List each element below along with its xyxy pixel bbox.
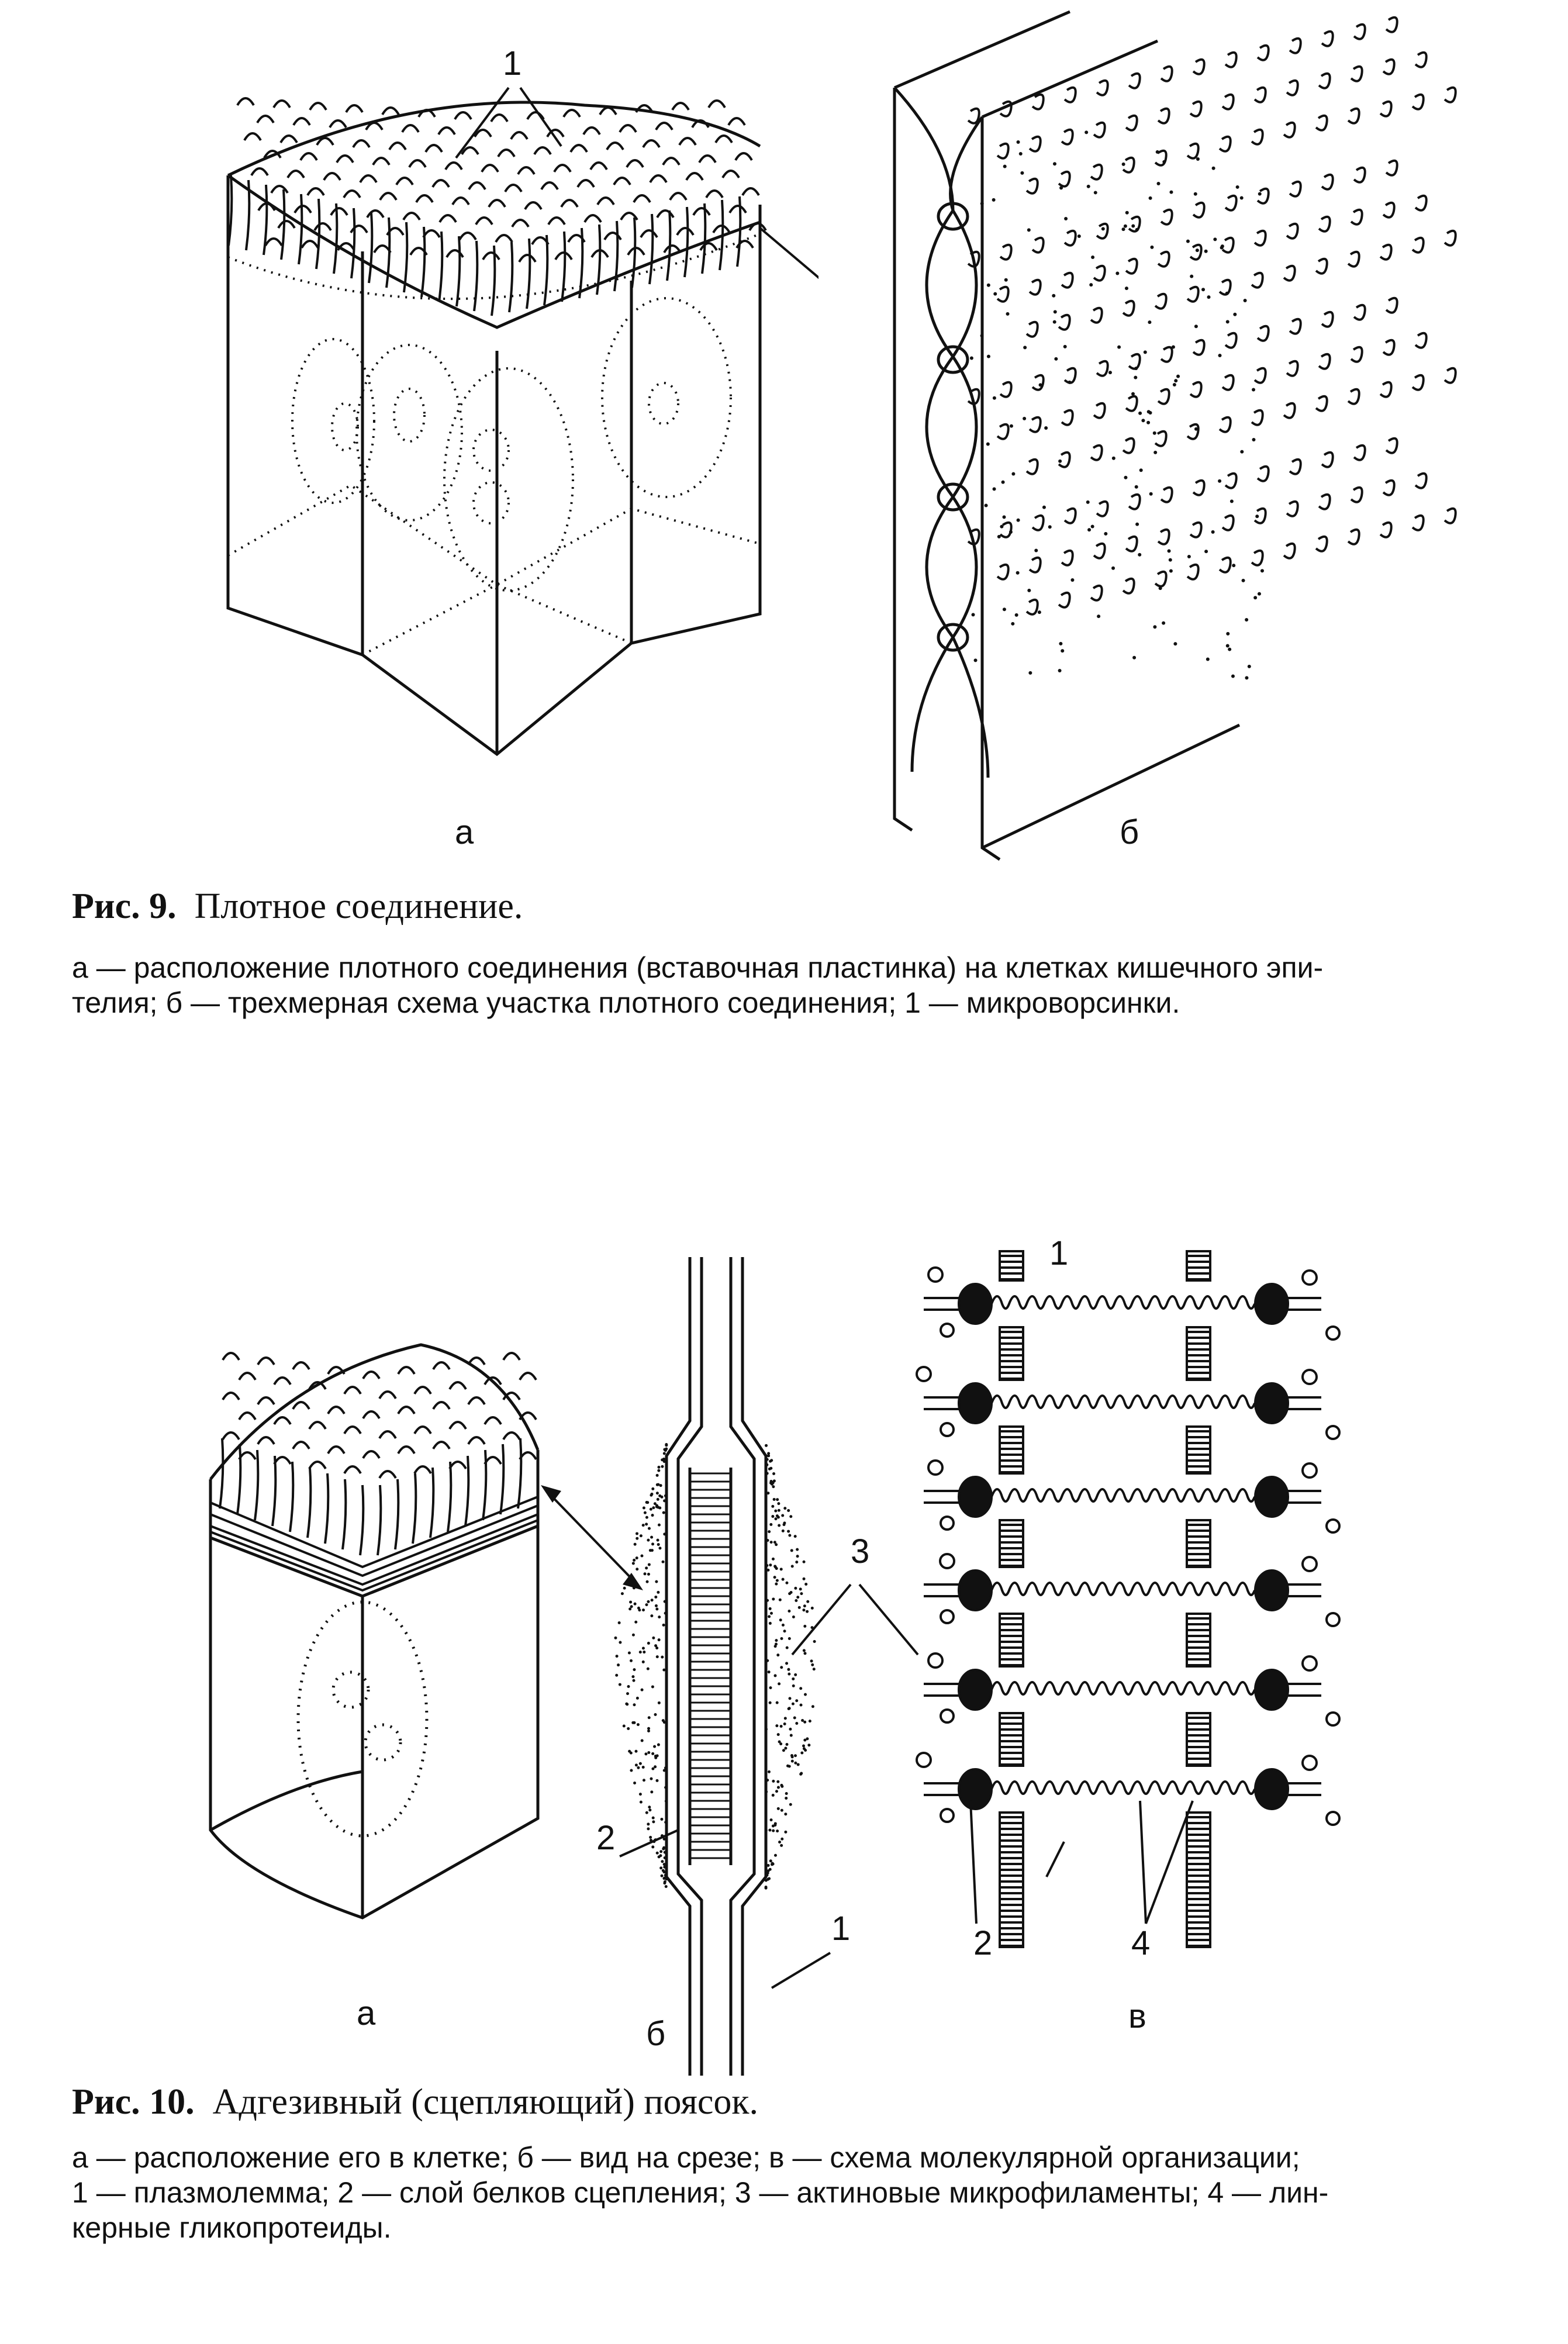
figure10-caption-line3: керные гликопротеиды.	[72, 2210, 1504, 2245]
figure10-label-2-protein: 2	[973, 1924, 992, 1963]
figure10-caption-line2: 1 — плазмолемма; 2 — слой белков сцеплен…	[72, 2175, 1504, 2210]
figure10-caption-number: Рис. 10.	[72, 2082, 195, 2122]
figure10-caption-heading: Адгезивный (сцепляющий) поясок.	[213, 2082, 758, 2122]
figure10-panel-c-drawing	[900, 1245, 1568, 2005]
figure10-caption-body: а — расположение его в клетке; б — вид н…	[72, 2140, 1504, 2245]
figure10-label-1-top: 1	[1049, 1234, 1068, 1273]
figure10-panel-c-letter: в	[1128, 1997, 1146, 2036]
figure10-caption-line1: а — расположение его в клетке; б — вид н…	[72, 2140, 1504, 2175]
figure10-caption-title: Рис. 10. Адгезивный (сцепляющий) поясок.	[72, 2081, 758, 2123]
figure10-label-4: 4	[1131, 1924, 1150, 1963]
molecular-organization-scheme	[900, 1245, 1568, 2005]
